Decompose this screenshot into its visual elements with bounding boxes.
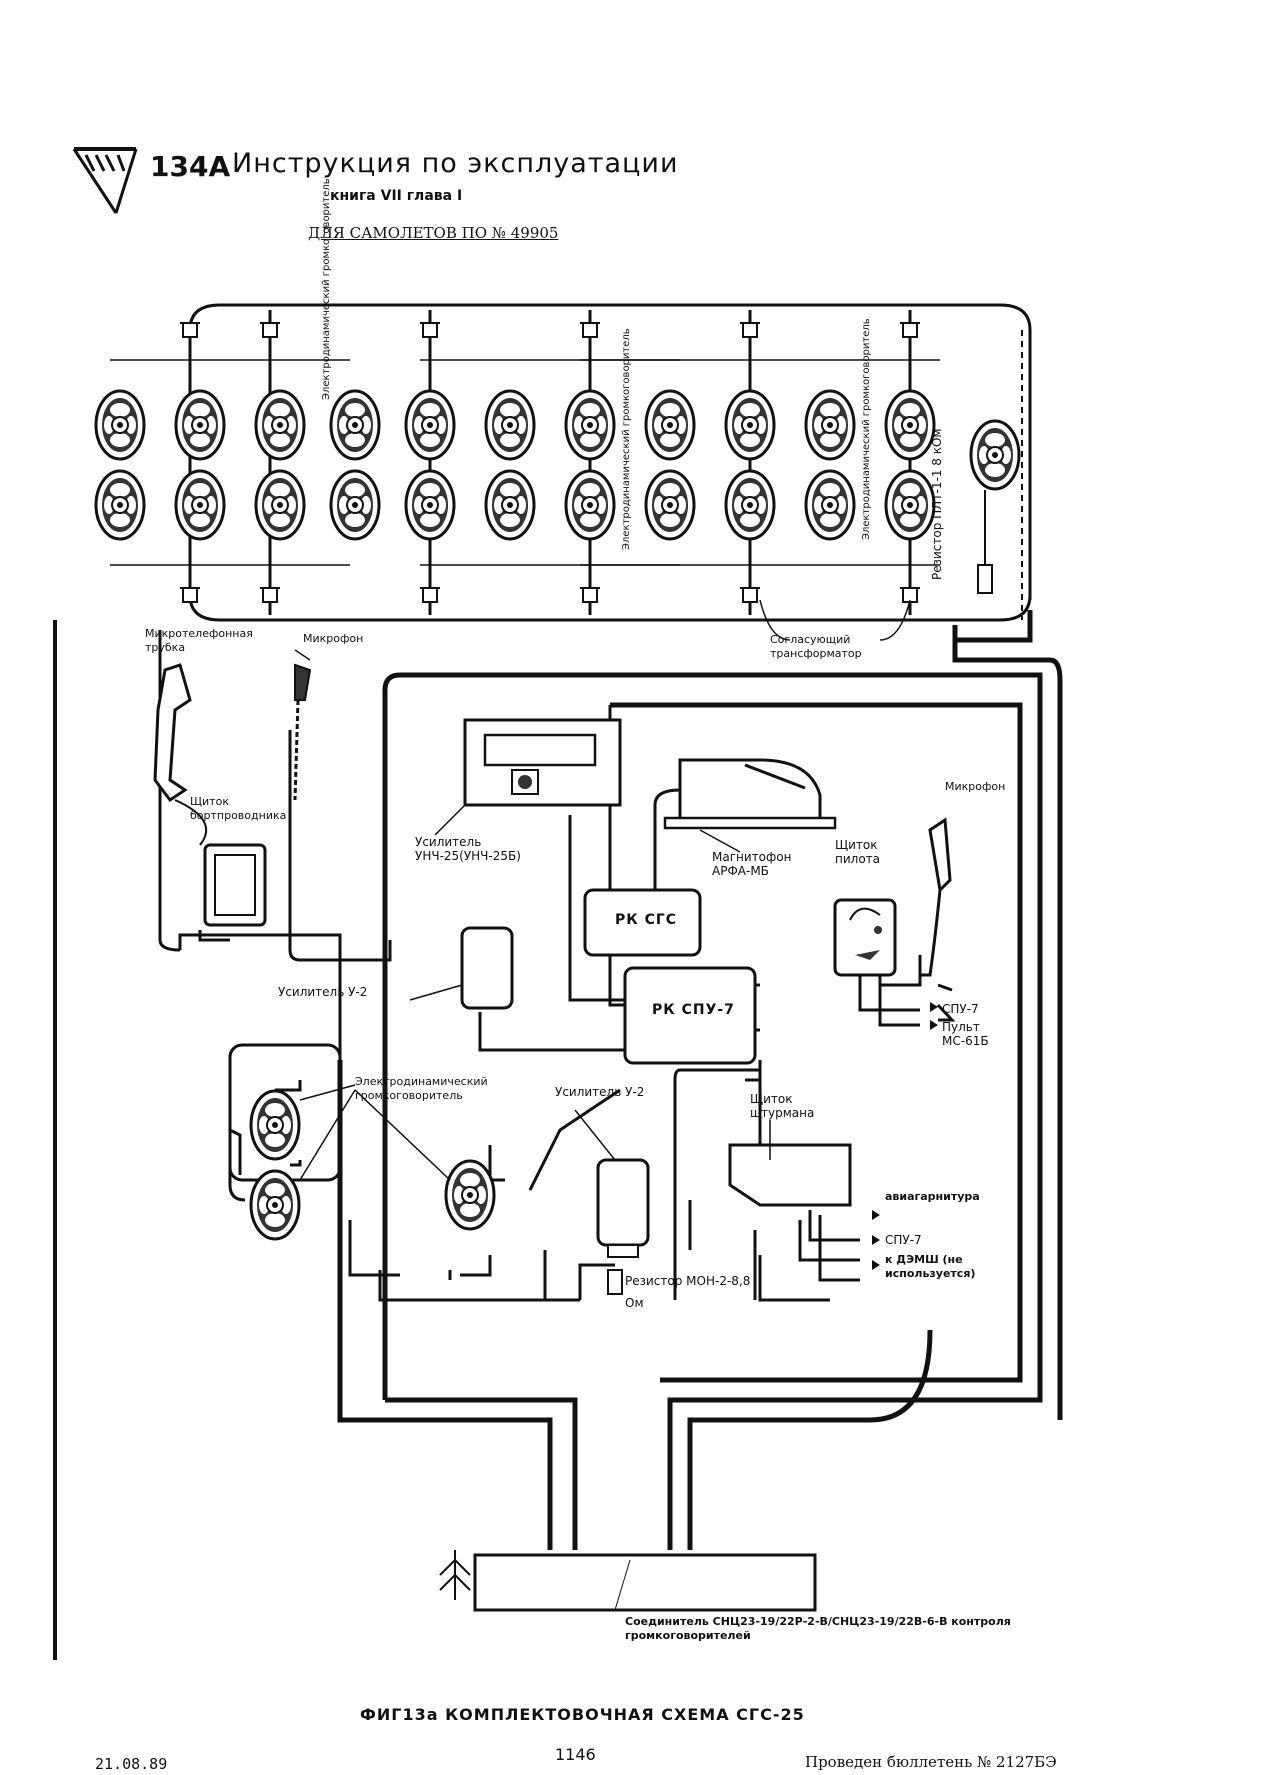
label-pilot-panel: Щиток пилота xyxy=(835,838,880,866)
label-speaker-group: Электродинамический громкоговоритель xyxy=(355,1075,488,1102)
label-amp-u2-left: Усилитель У-2 xyxy=(278,985,368,999)
label-attendant-panel: Щиток бортпроводника xyxy=(190,795,287,822)
speaker-icon xyxy=(228,1043,496,1241)
header-model: 134A xyxy=(150,150,231,183)
label-mic-left: Микрофон xyxy=(303,632,364,645)
microphone-icon xyxy=(920,817,952,977)
label-spu7-right: СПУ-7 xyxy=(942,1002,979,1016)
figure-caption: ФИГ13а КОМПЛЕКТОВОЧНАЯ СХЕМА СГС-25 xyxy=(360,1705,805,1724)
header-title: Инструкция по эксплуатации xyxy=(232,148,679,179)
label-mic-right: Микрофон xyxy=(945,780,1006,793)
label-speaker-row1: Электродинамический громкоговоритель xyxy=(321,178,332,400)
page-number: 1146 xyxy=(555,1745,596,1764)
label-remote: Пульт МС-61Б xyxy=(942,1020,989,1048)
label-resistor-bottom: Резистор МОН-2-8,8 Ом xyxy=(625,1274,751,1310)
label-handset: Микротелефонная трубка xyxy=(145,627,253,654)
label-connector: Соединитель СНЦ23-19/22Р-2-В/СНЦ23-19/22… xyxy=(625,1615,1011,1642)
label-speaker-row2: Электродинамический громкоговоритель xyxy=(621,328,632,550)
revision-date: 21.08.89 xyxy=(95,1755,168,1773)
logo-icon xyxy=(72,145,140,217)
label-rk-sgs: РК СГС xyxy=(615,912,678,928)
label-amp-unch: Усилитель УНЧ-25(УНЧ-25Б) xyxy=(415,835,521,863)
label-rk-spu: РК СПУ-7 xyxy=(652,1002,735,1018)
header-applicability: ДЛЯ САМОЛЕТОВ ПО № 49905 xyxy=(308,224,559,242)
label-amp-u2-center: Усилитель У-2 xyxy=(555,1085,645,1099)
label-spu7-nav: СПУ-7 xyxy=(885,1233,922,1247)
header-subtitle: книга VII глава I xyxy=(330,188,463,204)
label-resistor-top: Резистор ПЛТ-1-1 8 кОм xyxy=(930,428,944,580)
label-demsh: к ДЭМШ (не используется) xyxy=(885,1253,976,1280)
label-tape-recorder: Магнитофон АРФА-МБ xyxy=(712,850,792,878)
label-navigator-panel: Щиток штурмана xyxy=(750,1092,815,1120)
handset-icon xyxy=(153,663,208,846)
bulletin-note: Проведен бюллетень № 2127БЭ xyxy=(805,1753,1057,1771)
antenna-icon xyxy=(439,1550,471,1600)
speaker-icon xyxy=(94,389,1021,541)
label-matching-transformer: Согласующий трансформатор xyxy=(770,633,862,660)
label-speaker-row3: Электродинамический громкоговоритель xyxy=(861,318,872,540)
label-aviaheadset: авиагарнитура xyxy=(885,1190,980,1203)
